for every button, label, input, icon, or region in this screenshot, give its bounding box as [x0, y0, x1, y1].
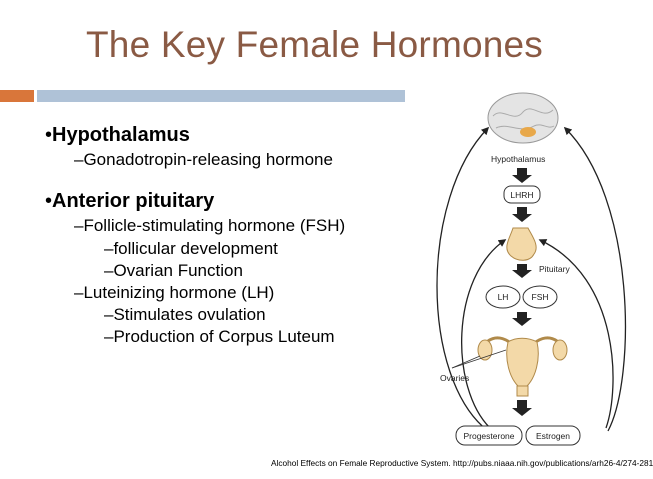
label-hypothalamus: Hypothalamus [491, 154, 545, 164]
accent-bar-blue [37, 90, 405, 102]
hormone-axis-diagram: Hypothalamus LHRH Pituitary LH FSH Ovari… [436, 92, 627, 446]
estrogen-box [525, 425, 581, 446]
down-arrow-3 [512, 264, 532, 278]
lh-oval [485, 285, 521, 309]
sub-bullet-fsh: –Follicle-stimulating hormone (FSH) [74, 216, 346, 235]
sub-bullet-gnrh: –Gonadotropin-releasing hormone [74, 150, 333, 169]
down-arrow-2 [512, 207, 532, 222]
label-lhrh: LHRH [510, 190, 533, 200]
ovaries-pointer-right [451, 349, 507, 369]
label-ovaries: Ovaries [440, 373, 469, 383]
sub-bullet-lh: –Luteinizing hormone (LH) [74, 283, 275, 302]
label-pituitary: Pituitary [539, 264, 570, 274]
down-arrow-1 [512, 168, 532, 183]
sub-sub-bullet-follicular: –follicular development [104, 239, 278, 258]
bullet-hypothalamus-label: Hypothalamus [52, 124, 190, 146]
progesterone-box [455, 425, 523, 446]
bullet-anterior-pituitary: •Anterior pituitary [45, 190, 215, 212]
lhrh-box [503, 185, 541, 204]
uterus-ovaries-illustration [477, 336, 568, 397]
slide-title: The Key Female Hormones [86, 24, 544, 65]
down-arrow-5 [512, 400, 532, 416]
ovaries-pointer-left [451, 355, 481, 369]
feedback-arrow-inner-right [538, 239, 614, 429]
sub-sub-bullet-corpus-luteum: –Production of Corpus Luteum [104, 327, 335, 346]
label-lh: LH [498, 292, 509, 302]
sub-sub-bullet-ovulation: –Stimulates ovulation [104, 305, 266, 324]
bullet-anterior-pituitary-label: Anterior pituitary [52, 190, 215, 212]
brain-illustration [487, 92, 559, 144]
accent-bar-orange [0, 90, 34, 102]
label-progesterone: Progesterone [463, 431, 514, 441]
bullet-hypothalamus: •Hypothalamus [45, 124, 190, 146]
feedback-arrow-inner-left [461, 239, 507, 429]
feedback-arrow-outer-left [436, 126, 490, 432]
label-fsh: FSH [532, 292, 549, 302]
label-estrogen: Estrogen [536, 431, 570, 441]
feedback-arrow-outer-right [563, 126, 627, 432]
pituitary-illustration [506, 227, 537, 261]
fsh-oval [522, 285, 558, 309]
citation: Alcohol Effects on Female Reproductive S… [271, 458, 653, 468]
down-arrow-4 [512, 312, 532, 326]
sub-sub-bullet-ovarian: –Ovarian Function [104, 261, 243, 280]
